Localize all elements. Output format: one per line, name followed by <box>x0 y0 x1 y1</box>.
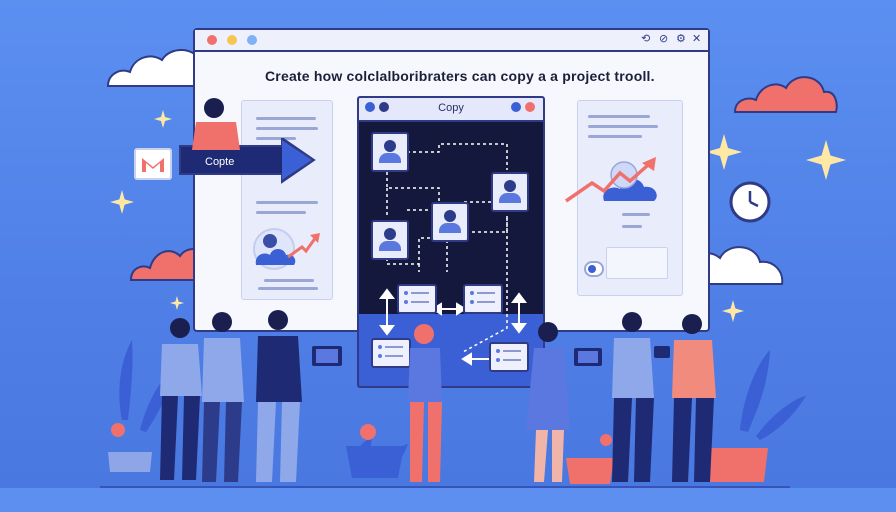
floor-line <box>100 486 790 488</box>
panel-refresh-icon[interactable] <box>379 102 389 112</box>
window-minimize-dot[interactable] <box>227 35 237 45</box>
sparkle-icon <box>110 190 134 214</box>
text-line <box>256 201 318 204</box>
text-line <box>622 213 650 216</box>
bottom-strip <box>0 488 896 512</box>
gear-icon[interactable]: ⚙ <box>676 32 686 45</box>
close-icon[interactable]: ✕ <box>692 32 702 45</box>
sparkle-icon <box>706 134 742 170</box>
window-titlebar: ⟲ ⊘ ⚙ ✕ <box>195 30 708 52</box>
text-line <box>622 225 642 228</box>
page-headline: Create how colclalboribraters can copy a… <box>265 68 655 84</box>
collaborator-node[interactable] <box>371 132 409 172</box>
project-item-node[interactable] <box>489 342 529 372</box>
project-item-node[interactable] <box>463 284 503 314</box>
cloud-icon-top-right <box>733 76 838 113</box>
trend-arrow-icon <box>565 157 657 203</box>
sparkle-icon <box>170 296 184 310</box>
panel-like-icon[interactable] <box>365 102 375 112</box>
clock-icon <box>729 181 771 223</box>
text-line <box>264 279 314 282</box>
connector-lines <box>379 143 527 366</box>
copy-arrow-label: Copte <box>205 156 235 168</box>
block-icon[interactable]: ⊘ <box>659 32 669 45</box>
sparkle-icon <box>722 300 744 322</box>
copy-diagram-panel: Copy <box>357 96 545 388</box>
panel-title: Copy <box>438 102 464 114</box>
text-line <box>588 135 642 138</box>
collaborator-node[interactable] <box>371 220 409 260</box>
text-line <box>588 125 658 128</box>
window-close-dot[interactable] <box>207 35 217 45</box>
window-maximize-dot[interactable] <box>247 35 257 45</box>
text-line <box>258 287 318 290</box>
project-item-node[interactable] <box>397 284 437 314</box>
panel-header: Copy <box>359 98 543 122</box>
panel-settings-icon[interactable] <box>511 102 521 112</box>
left-content-card <box>241 100 333 300</box>
text-line <box>256 137 296 140</box>
cloud-growth-icon <box>253 228 320 270</box>
collaborator-node[interactable] <box>431 202 469 242</box>
text-line <box>256 117 316 120</box>
text-line <box>256 127 318 130</box>
text-line <box>256 211 306 214</box>
text-line <box>588 115 650 118</box>
collaborator-node[interactable] <box>491 172 529 212</box>
toggle-switch[interactable] <box>584 261 604 277</box>
panel-close-icon[interactable] <box>525 102 535 112</box>
input-placeholder[interactable] <box>606 247 668 279</box>
right-content-card <box>565 100 683 296</box>
refresh-icon[interactable]: ⟲ <box>641 32 651 45</box>
gmail-icon[interactable] <box>134 148 172 180</box>
sparkle-icon <box>806 140 846 180</box>
sparkle-icon <box>154 110 172 128</box>
